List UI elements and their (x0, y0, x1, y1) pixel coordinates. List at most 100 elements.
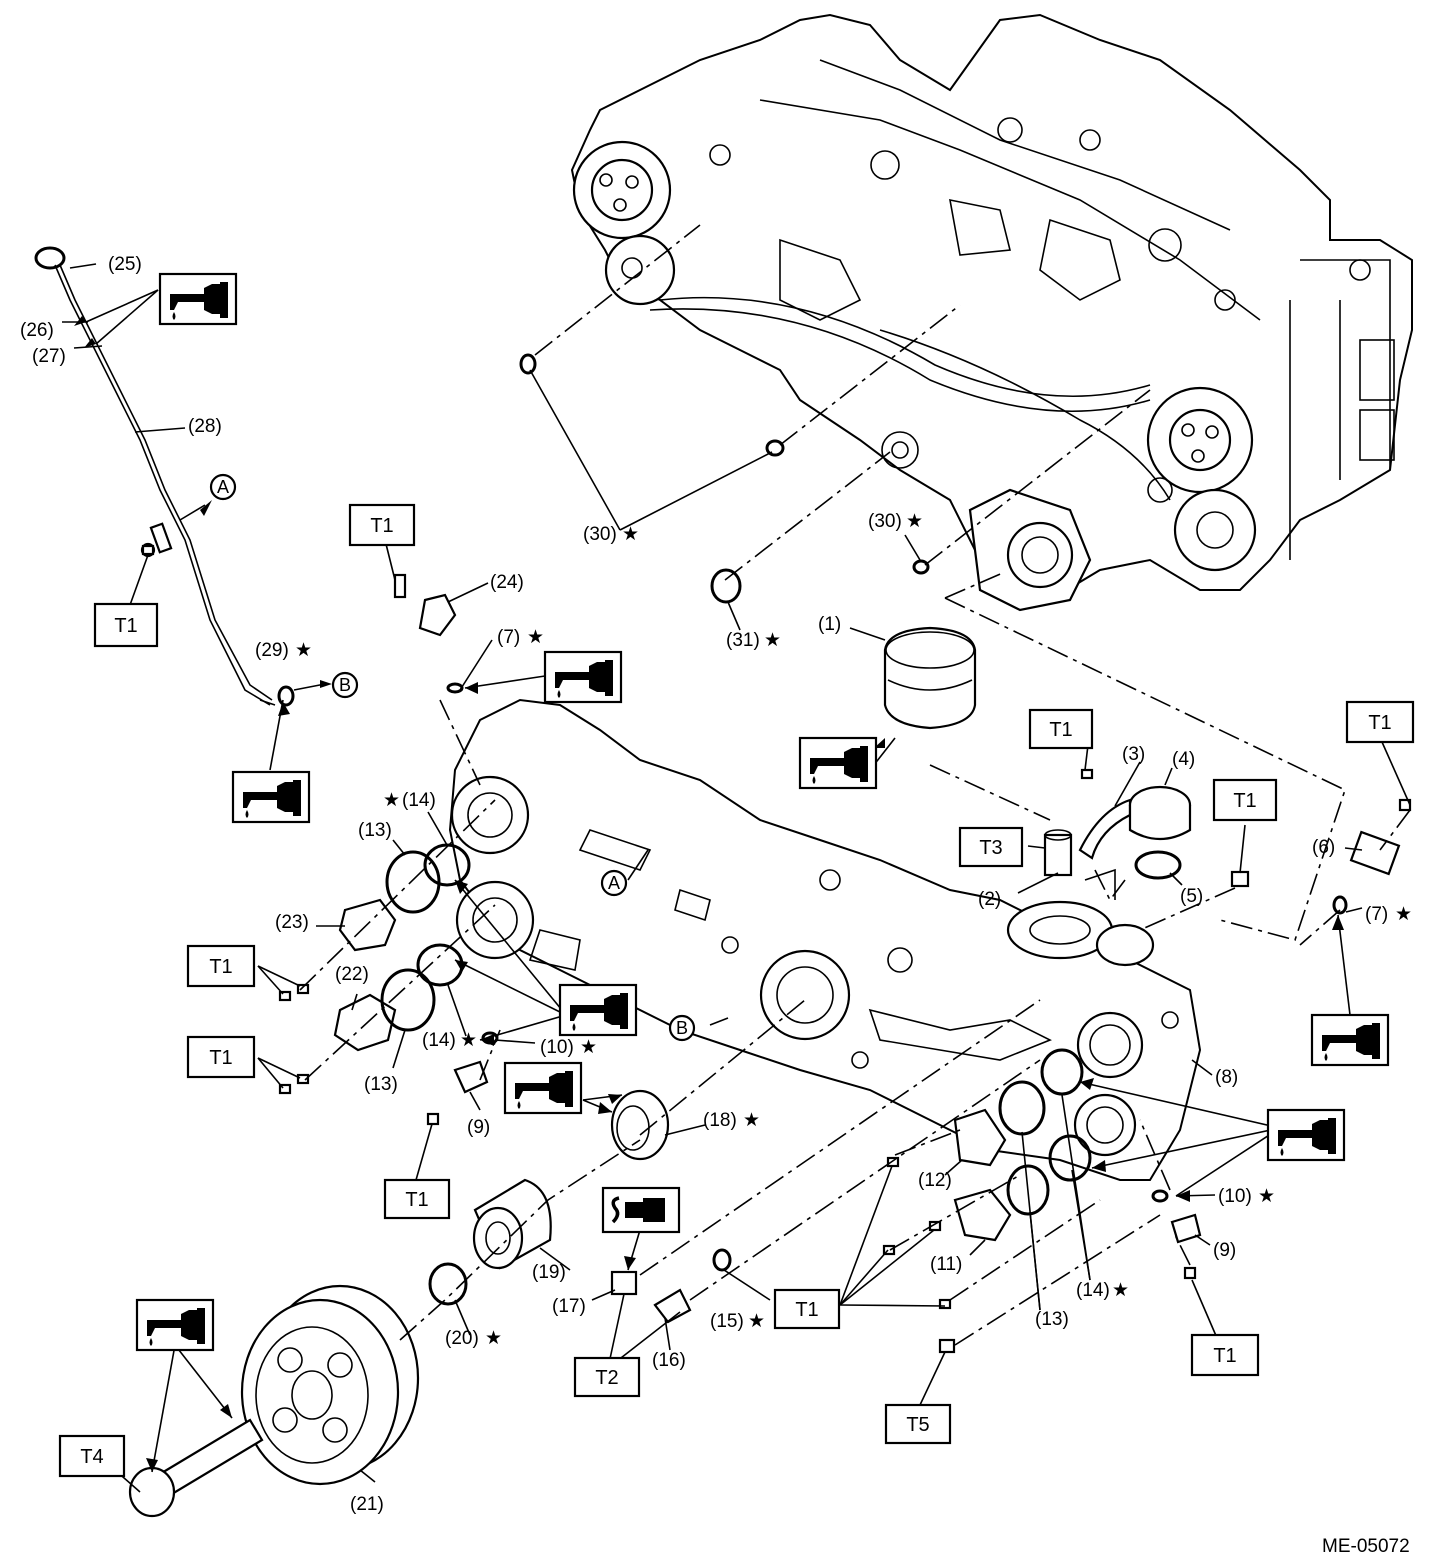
callout-6: (6) (1312, 837, 1335, 858)
callout-29: (29)★ (255, 640, 312, 661)
callout-21: (21) (350, 1494, 384, 1515)
svg-text:★: ★ (1112, 1280, 1129, 1301)
callout-26: (26) (20, 320, 54, 341)
callout-1: (1) (818, 614, 841, 635)
svg-text:T1: T1 (405, 1189, 428, 1211)
svg-text:T1: T1 (209, 1047, 232, 1069)
svg-text:★: ★ (906, 511, 923, 532)
svg-text:T1: T1 (209, 956, 232, 978)
svg-text:(14): (14) (402, 790, 436, 811)
assembly-lines (299, 224, 1411, 1346)
o-ring-5 (1134, 850, 1182, 880)
o-ring-20 (428, 1262, 468, 1306)
svg-text:★: ★ (383, 790, 400, 811)
callout-11: (11) (930, 1254, 962, 1275)
callout-13: (13) (358, 820, 392, 841)
callout-15: (15)★ (710, 1311, 765, 1332)
callout-12: (12) (918, 1170, 952, 1191)
o-ring-13-d (1006, 1164, 1050, 1216)
torque-box: T1 (383, 1178, 451, 1220)
reference-marks: A A B B (209, 473, 696, 1042)
gasket-15 (712, 1248, 732, 1272)
callout-13: (13) (1035, 1309, 1069, 1330)
o-ring-13-b (380, 968, 436, 1032)
oil-seal-18 (610, 1089, 670, 1161)
svg-text:★: ★ (622, 524, 639, 545)
callout-22: (22) (335, 964, 369, 985)
figure-id: ME-05072 (1322, 1536, 1410, 1557)
o-ring-30-b (765, 439, 785, 457)
cover-22 (333, 993, 397, 1052)
callout-27: (27) (32, 346, 66, 367)
torque-box: T1 (186, 944, 256, 988)
plug-17 (610, 1270, 638, 1296)
torque-box: T4 (58, 1434, 126, 1478)
o-ring-30-a (519, 353, 537, 375)
reference-mark-a: A (209, 473, 237, 501)
callout-24: (24) (490, 572, 524, 593)
callout-9: (9) (1213, 1240, 1236, 1261)
svg-text:(20): (20) (445, 1328, 479, 1349)
svg-text:★: ★ (580, 1037, 597, 1058)
reference-mark-b: B (668, 1014, 696, 1042)
svg-text:★: ★ (1258, 1186, 1275, 1207)
o-ring-14-c (1040, 1048, 1084, 1096)
svg-text:T4: T4 (80, 1446, 103, 1468)
leader-lines (62, 263, 1411, 1493)
oil-filler-cap (1128, 785, 1192, 840)
torque-box: T1 (93, 602, 159, 648)
svg-text:(7): (7) (497, 627, 520, 648)
svg-text:★: ★ (485, 1328, 502, 1349)
svg-text:B: B (339, 675, 351, 695)
o-ring-13-a (385, 850, 441, 914)
callout-4: (4) (1172, 749, 1195, 770)
svg-text:T1: T1 (1233, 790, 1256, 812)
svg-text:★: ★ (764, 630, 781, 651)
callout-7: (7) ★ (497, 627, 544, 648)
oil-cooler-connector (1043, 829, 1073, 877)
cylinder-block-assembly (570, 13, 1413, 612)
callout-5: (5) (1180, 886, 1203, 907)
svg-text:★: ★ (460, 1030, 477, 1051)
svg-text:(14): (14) (422, 1030, 456, 1051)
svg-text:T1: T1 (1213, 1345, 1236, 1367)
oil-pressure-switch (1230, 830, 1401, 888)
callout-23: (23) (275, 912, 309, 933)
torque-box: T2 (573, 1356, 641, 1398)
svg-text:(10): (10) (540, 1037, 574, 1058)
crank-pulley-21 (240, 1284, 420, 1486)
svg-text:T1: T1 (1368, 712, 1391, 734)
callout-7: (7)★ (1365, 904, 1412, 925)
svg-text:(30): (30) (868, 511, 902, 532)
svg-text:T5: T5 (906, 1414, 929, 1436)
svg-text:★: ★ (1395, 904, 1412, 925)
sealant-tube-icon (601, 1186, 681, 1234)
callout-9: (9) (467, 1117, 490, 1138)
torque-box: T1 (348, 503, 416, 547)
svg-text:(30): (30) (583, 524, 617, 545)
front-chain-cover (448, 698, 1202, 1181)
callout-17: (17) (552, 1296, 586, 1317)
svg-text:T1: T1 (370, 515, 393, 537)
torque-boxes: T1 T1 T1 T1 T1 T1 T1 T1 T1 T1 T2 T3 T4 T… (58, 503, 1415, 1478)
part-callouts: (1) (2) (3) (4) (5) (6) (7)★ (7)★ (8) (9… (20, 254, 1412, 1515)
callout-30: (30)★ (583, 524, 639, 545)
torque-box: T1 (1028, 708, 1094, 750)
svg-text:T1: T1 (795, 1299, 818, 1321)
svg-text:★: ★ (295, 640, 312, 661)
svg-text:T2: T2 (595, 1367, 618, 1389)
o-ring-7-right (1332, 895, 1348, 915)
oil-filter (883, 626, 977, 730)
svg-text:T1: T1 (114, 615, 137, 637)
o-ring-10-right (1151, 1189, 1169, 1203)
svg-text:A: A (608, 873, 620, 893)
torque-box: T1 (773, 1288, 841, 1330)
svg-text:(14): (14) (1076, 1280, 1110, 1301)
sensor-16 (653, 1288, 692, 1324)
svg-text:★: ★ (527, 627, 544, 648)
callout-25: (25) (108, 254, 142, 275)
svg-text:(18): (18) (703, 1110, 737, 1131)
svg-text:A: A (217, 477, 229, 497)
pulley-spacer-19 (472, 1178, 552, 1270)
callout-28: (28) (188, 416, 222, 437)
